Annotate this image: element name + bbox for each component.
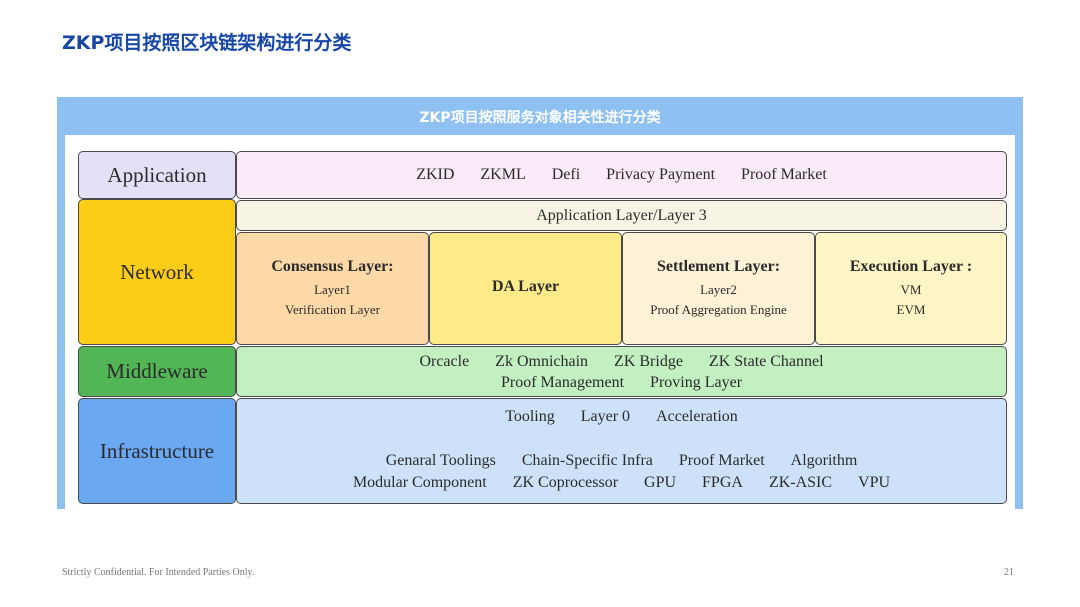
settlement-layer-box: Settlement Layer: Layer2 Proof Aggregati… <box>622 232 815 345</box>
infrastructure-label: Infrastructure <box>78 398 236 504</box>
infrastructure-item: Layer 0 <box>580 408 631 425</box>
slide-title: ZKP项目按照区块链架构进行分类 <box>62 32 352 54</box>
infrastructure-item: Chain-Specific Infra <box>521 452 653 469</box>
infrastructure-item: Acceleration <box>656 408 738 425</box>
page-number: 21 <box>1004 567 1014 578</box>
settlement-layer-title: Settlement Layer: <box>656 257 781 275</box>
application-content: ZKID ZKML Defi Privacy Payment Proof Mar… <box>236 151 1007 199</box>
infrastructure-item: Proof Market <box>678 452 765 469</box>
application-item: Privacy Payment <box>606 166 716 183</box>
settlement-layer-line: Proof Aggregation Engine <box>650 301 787 317</box>
infrastructure-item: Modular Component <box>352 474 487 491</box>
middleware-item: Proving Layer <box>650 373 743 391</box>
diagram-frame-left <box>57 135 65 509</box>
middleware-item: Orcacle <box>419 352 470 370</box>
da-layer-title: DA Layer <box>491 277 560 295</box>
application-item: Defi <box>551 166 581 183</box>
execution-layer-title: Execution Layer : <box>849 257 973 275</box>
application-item: ZKML <box>480 166 526 183</box>
middleware-item: Proof Management <box>500 373 625 391</box>
application-item: ZKID <box>416 166 455 183</box>
execution-layer-line: VM <box>900 281 922 297</box>
application-item: Proof Market <box>741 166 827 183</box>
infrastructure-item: GPU <box>644 474 677 491</box>
middleware-label: Middleware <box>78 346 236 397</box>
infrastructure-content: Tooling Layer 0 Acceleration Genaral Too… <box>236 398 1007 504</box>
diagram-header: ZKP项目按照服务对象相关性进行分类 <box>57 97 1023 135</box>
infrastructure-item: Genaral Toolings <box>385 452 496 469</box>
consensus-layer-line: Layer1 <box>314 281 351 297</box>
settlement-layer-line: Layer2 <box>700 281 737 297</box>
infrastructure-item: FPGA <box>702 474 743 491</box>
infrastructure-item: Algorithm <box>790 452 858 469</box>
middleware-item: Zk Omnichain <box>495 352 589 370</box>
consensus-layer-box: Consensus Layer: Layer1 Verification Lay… <box>236 232 429 345</box>
network-application-layer: Application Layer/Layer 3 <box>236 200 1007 231</box>
infrastructure-item: Tooling <box>505 408 555 425</box>
confidentiality-footer: Strictly Confidential. For Intended Part… <box>62 567 255 578</box>
da-layer-box: DA Layer <box>429 232 622 345</box>
network-label: Network <box>78 199 236 345</box>
middleware-item: ZK State Channel <box>708 352 824 370</box>
execution-layer-line: EVM <box>896 301 926 317</box>
infrastructure-item: ZK-ASIC <box>768 474 833 491</box>
architecture-diagram: ZKP项目按照服务对象相关性进行分类 Application ZKID ZKML… <box>57 97 1023 509</box>
middleware-item: ZK Bridge <box>614 352 683 370</box>
execution-layer-box: Execution Layer : VM EVM <box>815 232 1007 345</box>
diagram-frame-right <box>1015 135 1023 509</box>
infrastructure-item: ZK Coprocessor <box>512 474 619 491</box>
consensus-layer-title: Consensus Layer: <box>271 257 394 275</box>
application-label: Application <box>78 151 236 199</box>
infrastructure-item: VPU <box>858 474 891 491</box>
middleware-content: Orcacle Zk Omnichain ZK Bridge ZK State … <box>236 346 1007 397</box>
consensus-layer-line: Verification Layer <box>285 301 380 317</box>
